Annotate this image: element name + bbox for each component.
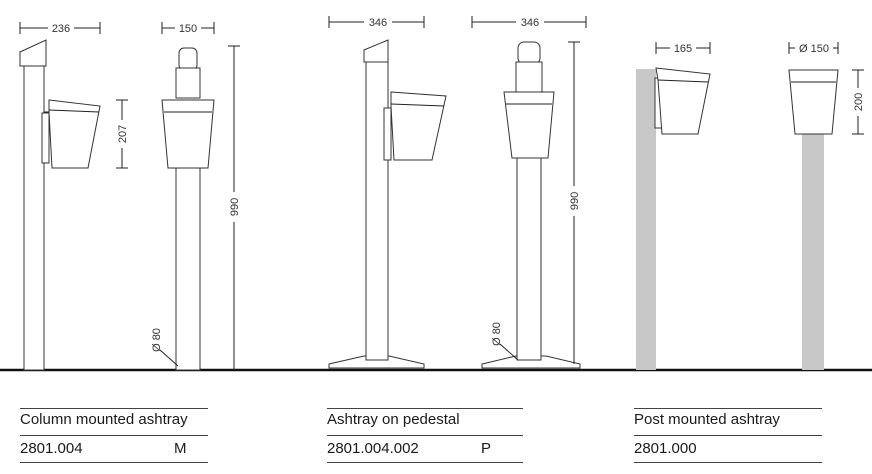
dim-column-box-height: 207 [117,125,129,143]
caption-code-row: 2801.004.002 P [327,436,523,463]
caption-title: Column mounted ashtray [20,408,208,436]
column-front-view [161,47,215,371]
pedestal-side-view [328,39,447,369]
caption-code: 2801.004 [20,440,83,457]
dim-pedestal-width-side: 346 [369,17,387,29]
product-drawing: 236 150 207 990 Ø 80 346 346 990 Ø 80 16… [0,14,872,372]
dim-column-height: 990 [229,198,241,216]
caption-column-mounted: Column mounted ashtray 2801.004 M [20,408,208,463]
caption-pedestal: Ashtray on pedestal 2801.004.002 P [327,408,523,463]
dim-post-box-height: 200 [853,93,865,111]
caption-title: Post mounted ashtray [634,408,822,436]
caption-variant: M [174,440,187,457]
pedestal-front-view [481,41,581,369]
caption-code-row: 2801.004 M [20,436,208,463]
dimension-lines [19,16,864,370]
caption-code: 2801.004.002 [327,440,419,457]
post-side-view [636,67,711,370]
dim-pedestal-pole-diameter: Ø 80 [491,322,503,346]
caption-code: 2801.000 [634,440,697,457]
dim-column-pole-diameter: Ø 80 [151,328,163,352]
caption-post-mounted: Post mounted ashtray 2801.000 [634,408,822,463]
dim-column-width: 236 [52,23,70,35]
post-front-view [788,69,839,370]
caption-title: Ashtray on pedestal [327,408,523,436]
dim-pedestal-width-front: 346 [521,17,539,29]
dim-post-diameter: Ø 150 [799,43,829,55]
caption-variant: P [481,440,492,457]
dim-pedestal-height: 990 [569,192,581,210]
dim-post-width: 165 [674,43,692,55]
dim-column-diameter: 150 [179,23,197,35]
column-side-view [19,39,101,371]
caption-code-row: 2801.000 [634,436,822,463]
